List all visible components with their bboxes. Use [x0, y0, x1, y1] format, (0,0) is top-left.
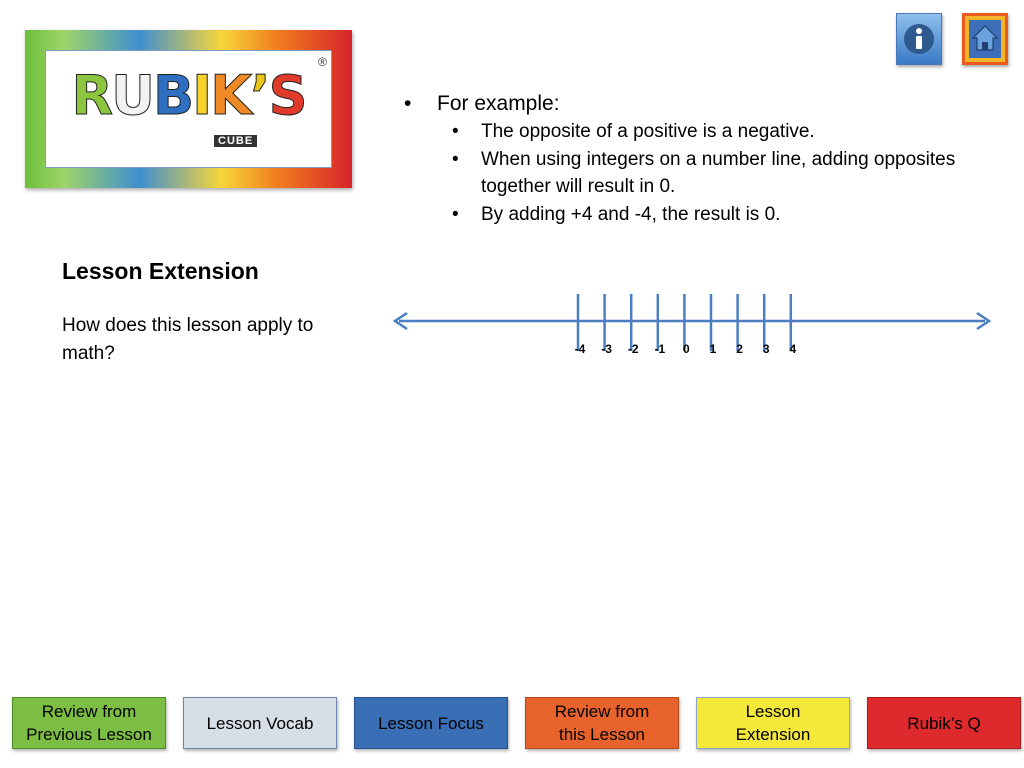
number-line-label: -2	[628, 342, 639, 356]
rubiks-logo: RUBIK’S ® CUBE	[25, 30, 352, 188]
number-line: -4 -3 -2 -1 0 1 2 3 4	[392, 294, 992, 356]
bullet-heading: For example:	[400, 90, 960, 118]
registered-mark: ®	[318, 55, 327, 69]
number-line-label: 4	[789, 342, 796, 356]
number-line-label: 2	[736, 342, 743, 356]
lesson-vocab-button[interactable]: Lesson Vocab	[183, 697, 337, 749]
lesson-extension-button[interactable]: Lesson Extension	[696, 697, 850, 749]
sub-bullet: When using integers on a number line, ad…	[400, 146, 960, 201]
sub-bullet: The opposite of a positive is a negative…	[400, 118, 960, 146]
review-this-lesson-button[interactable]: Review from this Lesson	[525, 697, 679, 749]
nav-label: Review from Previous Lesson	[26, 702, 152, 744]
logo-letter: R	[71, 64, 114, 127]
rubiks-q-button[interactable]: Rubik’s Q	[867, 697, 1021, 749]
right-arrow-icon	[976, 311, 992, 331]
number-line-label: -1	[654, 342, 665, 356]
home-icon	[971, 25, 999, 51]
lesson-title: Lesson Extension	[62, 258, 259, 284]
number-line-label: 0	[683, 342, 690, 356]
nav-label: Lesson Extension	[735, 702, 811, 744]
logo-letter: B	[152, 64, 194, 127]
logo-inner-panel: RUBIK’S ® CUBE	[45, 50, 332, 168]
nav-label: Lesson Vocab	[206, 713, 314, 733]
number-line-label: -4	[575, 342, 586, 356]
logo-wordmark: RUBIK’S	[46, 68, 331, 123]
sub-bullet: By adding +4 and -4, the result is 0.	[400, 201, 960, 229]
logo-letter: K	[210, 64, 253, 127]
number-line-label: 1	[710, 342, 717, 356]
number-line-label: 3	[763, 342, 770, 356]
logo-letter: I	[192, 64, 213, 127]
lesson-focus-button[interactable]: Lesson Focus	[354, 697, 508, 749]
nav-label: Review from this Lesson	[554, 702, 650, 744]
number-line-label: -3	[601, 342, 612, 356]
review-previous-lesson-button[interactable]: Review from Previous Lesson	[12, 697, 166, 749]
lesson-question: How does this lesson apply to math?	[62, 315, 314, 364]
nav-label: Rubik’s Q	[907, 713, 981, 733]
left-arrow-icon	[392, 311, 408, 331]
logo-letter: S	[268, 64, 308, 127]
logo-subtitle: CUBE	[214, 135, 258, 147]
nav-label: Lesson Focus	[378, 713, 484, 733]
home-button[interactable]	[962, 13, 1008, 65]
logo-letter: ’	[250, 64, 271, 127]
info-icon	[904, 24, 934, 54]
example-bullets: For example: The opposite of a positive …	[400, 90, 960, 228]
logo-letter: U	[111, 64, 156, 127]
info-button[interactable]	[896, 13, 942, 65]
